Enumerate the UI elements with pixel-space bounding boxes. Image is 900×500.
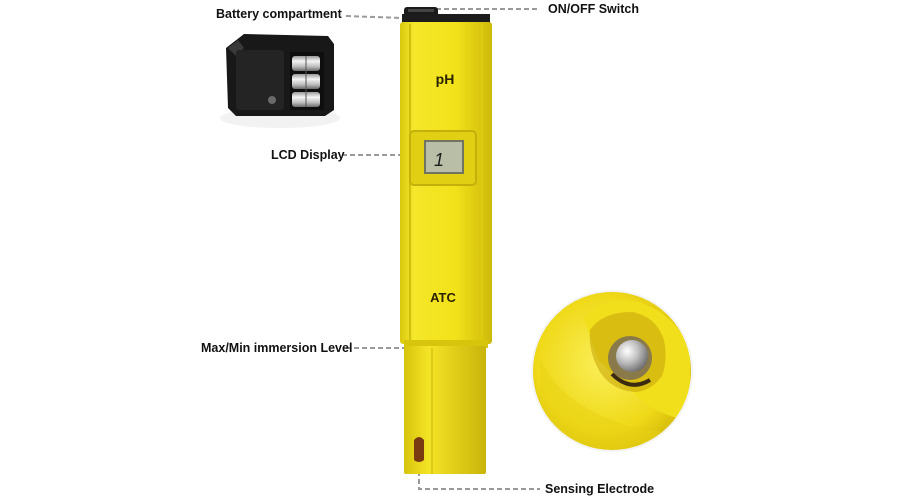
immersion-level-label: Max/Min immersion Level <box>201 341 353 355</box>
electrode-tip <box>414 437 424 462</box>
lcd-display <box>424 140 464 174</box>
battery-compartment-photo <box>220 34 340 128</box>
sensing-probe <box>404 346 486 474</box>
lcd-display-label: LCD Display <box>271 148 345 162</box>
lcd-reading: 1 <box>434 150 444 170</box>
on-off-switch-label: ON/OFF Switch <box>548 2 639 16</box>
atc-label: ATC <box>430 290 456 305</box>
battery-compartment-label: Battery compartment <box>216 7 342 21</box>
leader-lines <box>342 8 540 490</box>
sensing-electrode-label: Sensing Electrode <box>545 482 655 496</box>
electrode-closeup <box>531 290 693 452</box>
ph-label: pH <box>436 71 455 87</box>
ph-meter-body: pH 1 ATC <box>400 7 492 474</box>
leader-battery <box>345 15 403 19</box>
